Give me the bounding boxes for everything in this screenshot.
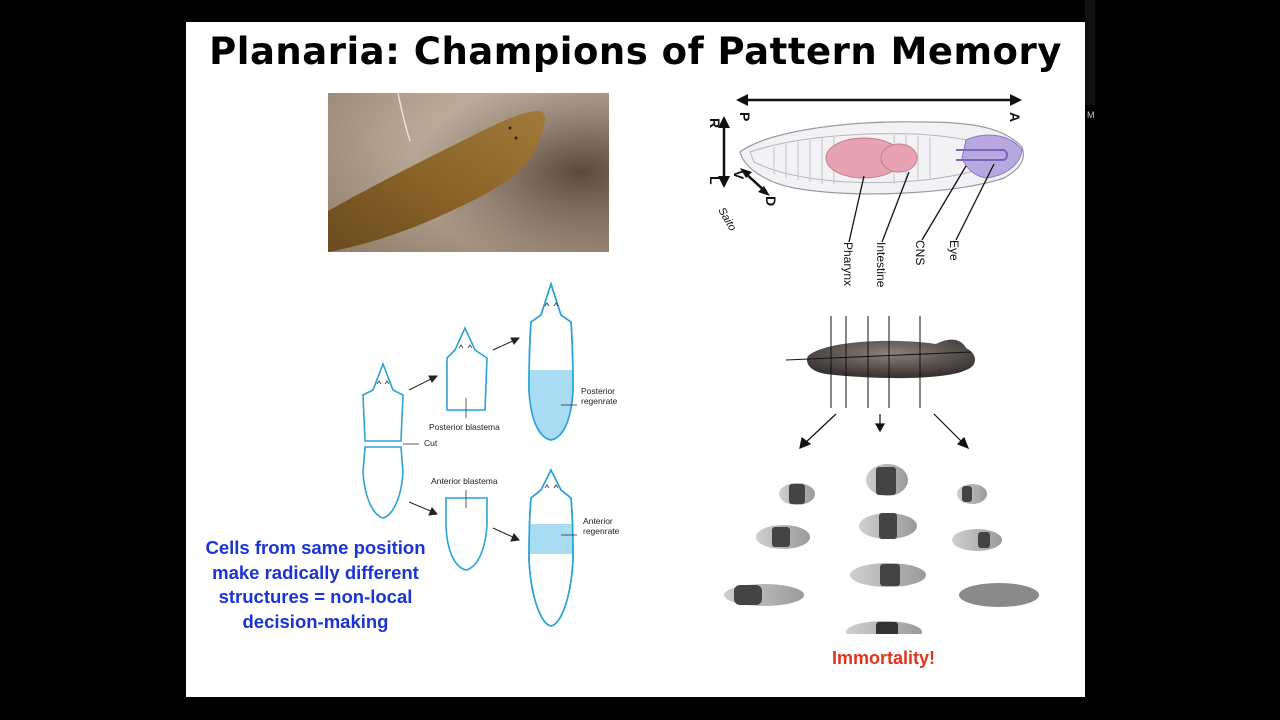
illustrator-signature: Saito <box>715 206 738 234</box>
axis-label-a: A <box>1007 112 1023 122</box>
regeneration-diagram: Posterior blastema Cut Anterior blastema… <box>362 281 620 627</box>
label-anterior-regenrate-line2: regenrate <box>583 526 620 536</box>
axis-label-p: P <box>737 112 753 121</box>
slide: Planaria: Champions of Pattern Memory <box>186 22 1085 697</box>
label-posterior-regenrate-line2: regenrate <box>581 396 618 406</box>
axis-label-d: D <box>763 196 779 206</box>
body-text: Cells from same position make radically … <box>205 537 426 632</box>
axis-label-v: V <box>731 170 747 180</box>
label-anterior-blastema: Anterior blastema <box>431 476 498 486</box>
slide-title: Planaria: Champions of Pattern Memory <box>209 30 1062 73</box>
axis-label-l: L <box>707 176 723 185</box>
label-intestine: Intestine <box>874 242 888 288</box>
label-pharynx: Pharynx <box>841 242 855 286</box>
label-posterior-blastema: Posterior blastema <box>429 422 500 432</box>
edge-fragment-text: M <box>1087 110 1095 120</box>
window-edge <box>1085 0 1095 105</box>
fragmentation-diagram <box>724 316 1039 634</box>
anatomy-diagram: P A R L V D <box>707 94 1025 288</box>
immortality-callout: Immortality! <box>832 648 936 668</box>
label-cns: CNS <box>913 240 927 265</box>
label-anterior-regenrate-line1: Anterior <box>583 516 613 526</box>
label-cut: Cut <box>424 438 438 448</box>
planarian-photo <box>328 93 609 252</box>
label-posterior-regenrate-line1: Posterior <box>581 386 615 396</box>
axis-label-r: R <box>707 118 723 128</box>
label-eye: Eye <box>947 240 961 261</box>
